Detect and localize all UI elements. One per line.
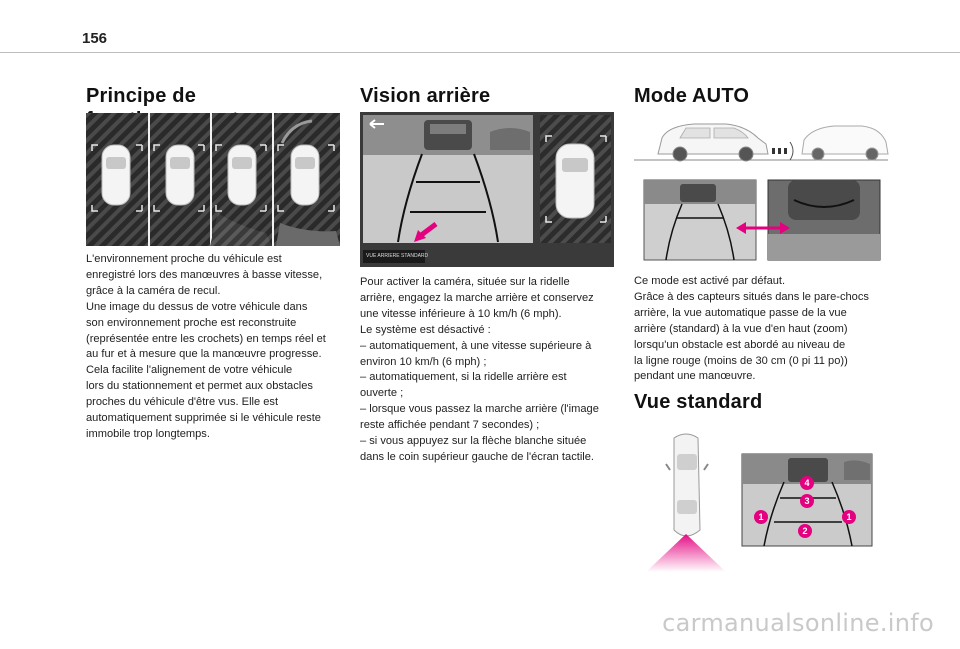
page-number: 156 — [82, 30, 108, 47]
figure-top-view-sequence — [86, 113, 340, 246]
text-principe: L'environnement proche du véhicule est e… — [86, 253, 326, 440]
back-arrow-icon — [369, 119, 384, 129]
top-rule — [0, 52, 960, 53]
title-vue-standard: Vue standard — [634, 391, 763, 413]
text-mode-auto: Ce mode est activé par défaut. Grâce à d… — [634, 275, 869, 383]
rear-camera-screen-illustration — [360, 112, 614, 267]
top-view-sequence-illustration — [86, 113, 340, 246]
figure-rear-camera-screen: VUE ARRIERE STANDARD — [360, 112, 614, 267]
marker-3: 3 — [800, 494, 814, 508]
title-mode-auto: Mode AUTO — [634, 85, 750, 107]
figure-standard-view: 4 3 1 1 2 — [634, 430, 890, 580]
screen-label-vue-arriere-standard: VUE ARRIERE STANDARD — [366, 253, 429, 259]
marker-1-left: 1 — [754, 510, 768, 524]
title-vision-arriere: Vision arrière — [360, 85, 491, 107]
text-vision-arriere: Pour activer la caméra, située sur la ri… — [360, 276, 599, 463]
figure-auto-mode — [634, 114, 890, 267]
watermark: carmanualsonline.info — [662, 609, 934, 637]
auto-mode-illustration — [634, 123, 889, 261]
marker-1-right: 1 — [842, 510, 856, 524]
marker-4: 4 — [800, 476, 814, 490]
marker-2: 2 — [798, 524, 812, 538]
standard-view-markers: 4 3 1 1 2 — [634, 430, 890, 580]
